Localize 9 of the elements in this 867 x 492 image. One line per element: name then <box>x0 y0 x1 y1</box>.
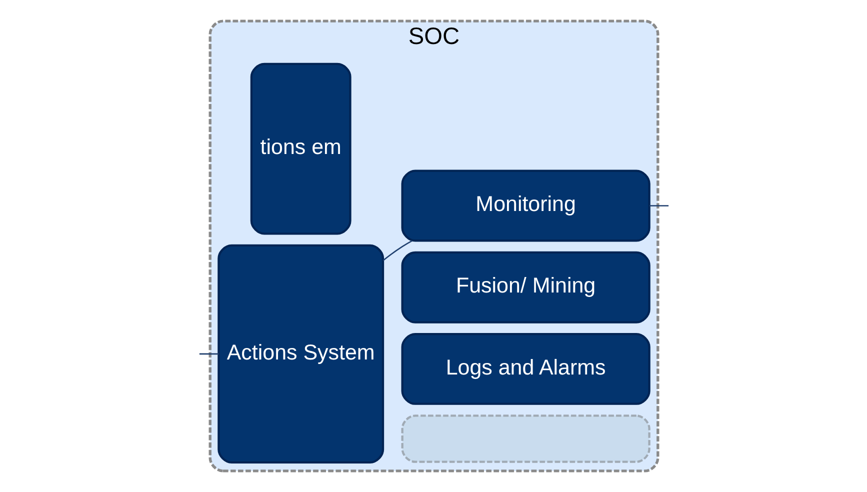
node-box: Fusion/ Mining <box>400 251 650 324</box>
node-box <box>400 414 650 463</box>
connector <box>382 240 412 262</box>
node-box: tions em <box>250 62 351 235</box>
node-box: Actions System <box>217 244 384 464</box>
connector <box>198 353 218 355</box>
connector <box>649 205 668 206</box>
node-box: Logs and Alarms <box>400 332 650 405</box>
node-box: Monitoring <box>400 170 650 242</box>
